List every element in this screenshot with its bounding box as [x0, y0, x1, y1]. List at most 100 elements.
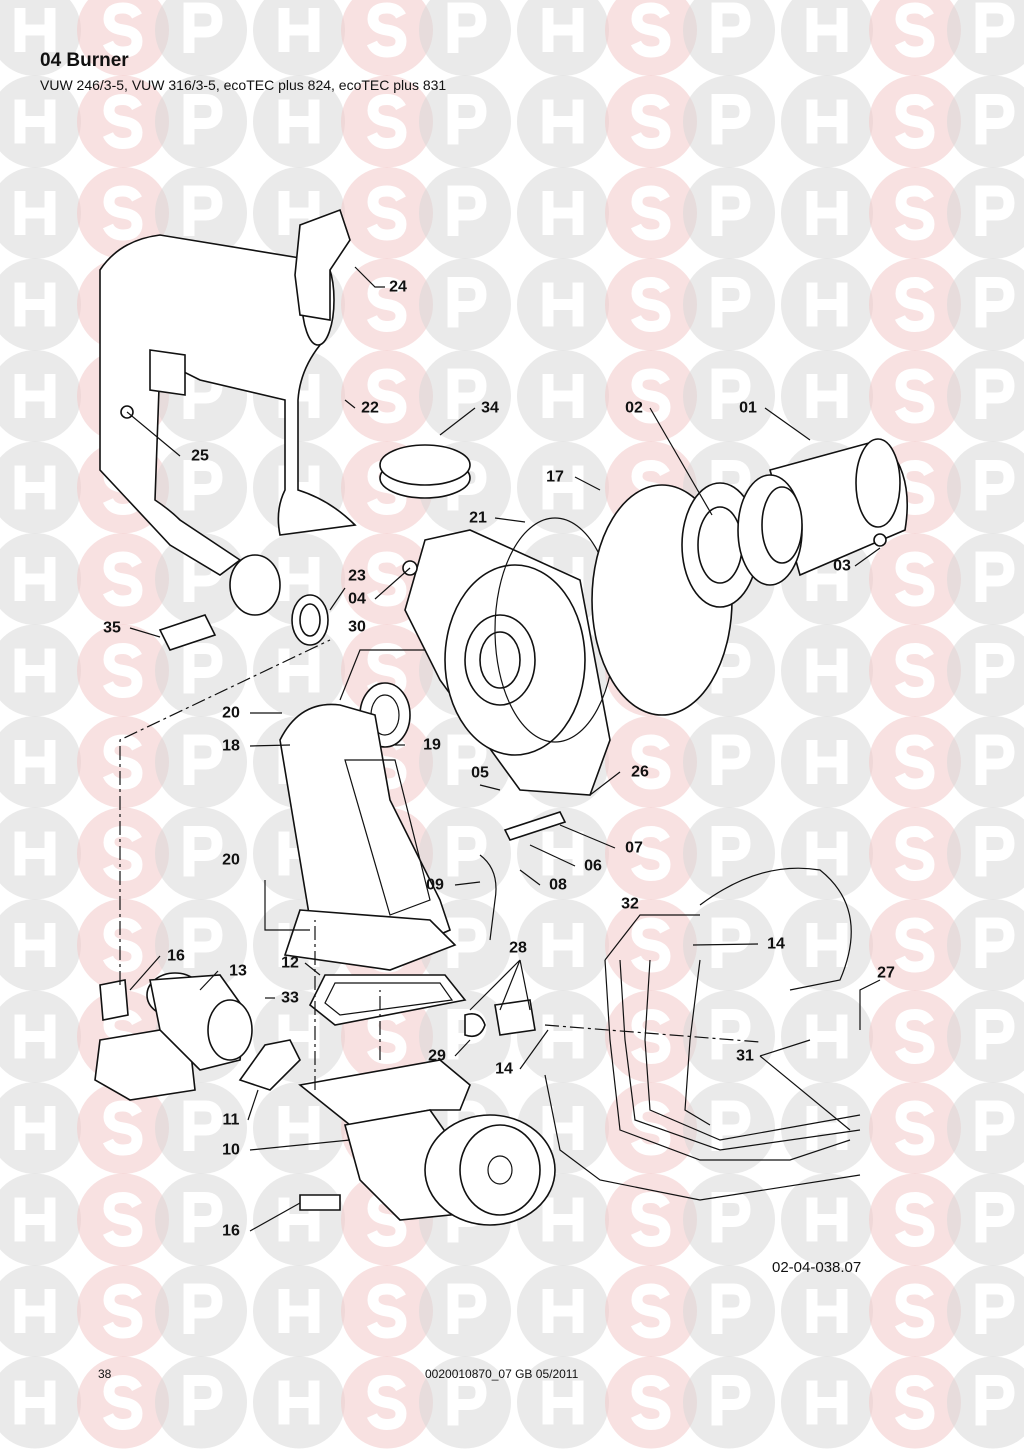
watermark-badge [947, 441, 1024, 534]
watermark-badge [0, 1173, 81, 1266]
watermark-badge [341, 624, 433, 717]
watermark-badge [683, 441, 775, 534]
watermark-badge [155, 350, 247, 442]
watermark-badge [77, 1082, 169, 1174]
watermark-badge [155, 807, 247, 900]
watermark-badge [947, 716, 1024, 808]
part-callout[interactable]: 11 [223, 1112, 240, 1129]
gas-pipes-32 [544, 867, 861, 1201]
part-callout[interactable]: 22 [361, 400, 379, 417]
part-callout[interactable]: 13 [229, 963, 247, 980]
watermark-badge [517, 1173, 609, 1266]
part-callout[interactable]: 26 [631, 764, 649, 781]
watermark-badge [77, 624, 169, 717]
screw-25 [120, 405, 134, 419]
page-title: 04 Burner [40, 50, 129, 71]
sensor-29 [464, 1012, 486, 1038]
part-callout[interactable]: 31 [736, 1048, 754, 1065]
watermark-badge [155, 533, 247, 625]
watermark-badge [253, 1082, 345, 1174]
watermark-badge [253, 350, 345, 442]
watermark-badge [869, 899, 961, 991]
watermark-badge [155, 1265, 247, 1357]
part-callout[interactable]: 21 [469, 510, 487, 527]
part-callout[interactable]: 03 [833, 558, 851, 575]
watermark-badge [605, 899, 697, 991]
part-callout[interactable]: 09 [426, 877, 444, 894]
watermark-badge [77, 258, 169, 351]
part-callout[interactable]: 05 [471, 765, 489, 782]
part-callout[interactable]: 02 [625, 400, 643, 417]
watermark-badge [77, 533, 169, 625]
watermark-badge [0, 533, 81, 625]
watermark-badge [781, 1082, 873, 1174]
part-callout[interactable]: 01 [739, 400, 757, 417]
connector-16b [299, 1194, 341, 1211]
part-callout[interactable]: 16 [222, 1223, 240, 1240]
part-callout[interactable]: 18 [222, 738, 240, 755]
watermark-badge [0, 350, 81, 442]
watermark-badge [0, 624, 81, 717]
watermark-badge [947, 1082, 1024, 1174]
part-callout[interactable]: 19 [423, 737, 441, 754]
part-callout[interactable]: 20 [222, 852, 240, 869]
part-callout[interactable]: 34 [481, 400, 499, 417]
part-callout[interactable]: 33 [281, 990, 299, 1007]
watermark-badge [683, 1356, 775, 1449]
watermark-badge [253, 167, 345, 259]
cap-34 [379, 444, 471, 499]
watermark-badge [947, 1356, 1024, 1449]
watermark-badge [77, 441, 169, 534]
watermark-badge [869, 350, 961, 442]
part-callout[interactable]: 29 [428, 1048, 446, 1065]
part-callout[interactable]: 28 [509, 940, 527, 957]
part-callout[interactable]: 30 [348, 619, 366, 636]
watermark-badge [683, 1173, 775, 1266]
part-callout[interactable]: 17 [546, 469, 564, 486]
watermark-badge [683, 533, 775, 625]
watermark-badge [341, 350, 433, 442]
part-callout[interactable]: 25 [191, 448, 209, 465]
part-callout[interactable]: 27 [877, 965, 895, 982]
part-callout[interactable]: 14 [767, 936, 785, 953]
watermark-badge [253, 1265, 345, 1357]
watermark-badge [605, 807, 697, 900]
insulation-17 [591, 484, 733, 716]
part-callout[interactable]: 12 [281, 955, 299, 972]
burner-01 [737, 438, 908, 586]
watermark-badge [869, 75, 961, 168]
part-callout[interactable]: 14 [495, 1061, 513, 1078]
watermark-badge [781, 350, 873, 442]
part-callout[interactable]: 32 [621, 896, 639, 913]
watermark-badge [781, 624, 873, 717]
part-callout[interactable]: 23 [348, 568, 366, 585]
watermark-badge [155, 167, 247, 259]
watermark-badge [419, 258, 511, 351]
watermark-badge [683, 167, 775, 259]
watermark-badge [517, 0, 609, 76]
watermark-badge [155, 0, 247, 76]
part-callout[interactable]: 35 [103, 620, 121, 637]
part-callout[interactable]: 10 [222, 1142, 240, 1159]
watermark-badge [0, 441, 81, 534]
watermark-badge [253, 899, 345, 991]
part-callout[interactable]: 04 [348, 591, 366, 608]
part-callout[interactable]: 24 [389, 279, 407, 296]
part-callout[interactable]: 08 [549, 877, 567, 894]
part-callout[interactable]: 20 [222, 705, 240, 722]
part-callout[interactable]: 06 [584, 858, 602, 875]
watermark-badge [517, 899, 609, 991]
part-callout[interactable]: 07 [625, 840, 643, 857]
watermark-badge [947, 167, 1024, 259]
watermark-badge [869, 0, 961, 76]
part-callout[interactable]: 16 [167, 948, 185, 965]
watermark-badge [947, 533, 1024, 625]
watermark-badge [781, 1265, 873, 1357]
watermark-badge [947, 1265, 1024, 1357]
watermark-badge [341, 1265, 433, 1357]
leader-lines [126, 266, 881, 1232]
watermark-badge [869, 1265, 961, 1357]
watermark-badge [683, 990, 775, 1083]
watermark-badge [0, 1356, 81, 1449]
